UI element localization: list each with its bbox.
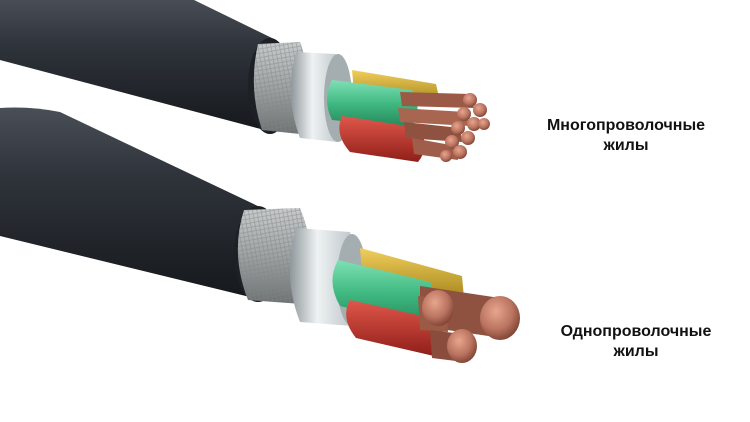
stranded-cable-sheath xyxy=(0,0,283,132)
stranded-cores-label-line1: Многопроволочные xyxy=(546,117,706,134)
solid-cable-core-green xyxy=(332,260,436,328)
solid-cores-label: Однопроволочные жилы xyxy=(538,322,734,362)
solid-cores-label-line1: Однопроволочные xyxy=(560,323,712,340)
stranded-cores-label-line2: жилы xyxy=(603,137,649,154)
stranded-cores-label: Многопроволочные жилы xyxy=(528,116,724,156)
stranded-cable-core-green xyxy=(327,80,418,128)
solid-cores-label-line2: жилы xyxy=(613,343,659,360)
solid-cable-core-red xyxy=(346,300,443,356)
solid-cable-core-yellow xyxy=(360,248,464,298)
stranded-cable-core-red xyxy=(339,116,425,162)
solid-copper-conductors xyxy=(418,286,520,363)
stranded-copper-wires xyxy=(398,92,490,162)
solid-cable xyxy=(0,107,520,363)
stranded-cable xyxy=(0,0,490,162)
solid-cable-sheath xyxy=(0,107,272,300)
